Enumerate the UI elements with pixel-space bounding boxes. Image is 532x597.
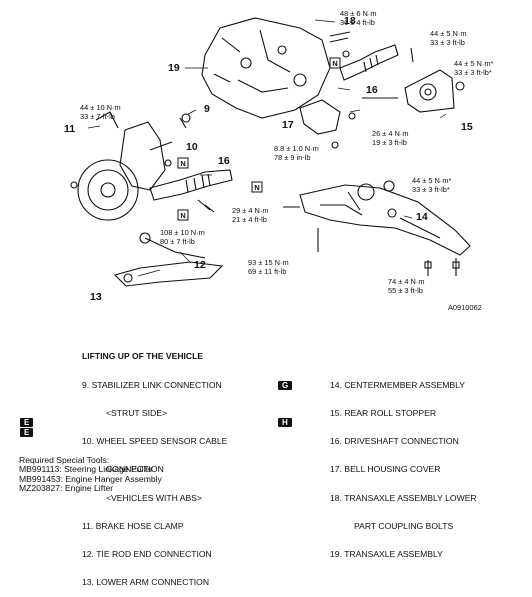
procedure-mark-e: E <box>20 428 34 437</box>
torque-spec: 69 ± 11 ft-lb <box>248 267 286 276</box>
legend-item: 14. CENTERMEMBER ASSEMBLY <box>330 379 465 390</box>
torque-spec: 33 ± 7 ft-lb <box>80 112 115 121</box>
legend-item: 17. BELL HOUSING COVER <box>330 464 441 475</box>
callout-14: 14 <box>416 211 428 223</box>
callout-16-lower: 16 <box>218 155 230 167</box>
callout-15: 15 <box>461 121 473 133</box>
rear-roll-stopper-drawing <box>404 69 455 113</box>
legend-item: 12. TIE ROD END CONNECTION <box>82 549 212 560</box>
torque-spec: 48 ± 6 N·m <box>340 9 377 18</box>
legend-item: PART COUPLING BOLTS <box>354 520 454 531</box>
tool-item: MZ203827: Engine Lifter <box>19 483 114 494</box>
tools-title: Required Special Tools: <box>19 455 110 465</box>
steering-knuckle-drawing <box>119 121 166 191</box>
torque-spec: 78 ± 9 in-lb <box>274 153 311 162</box>
legend-heading: LIFTING UP OF THE VEHICLE <box>82 351 204 361</box>
callout-16-upper: 16 <box>366 84 378 96</box>
legend-item: 9. STABILIZER LINK CONNECTION <box>82 379 222 390</box>
torque-spec: 80 ± 7 ft-lb <box>160 237 195 246</box>
callout-9: 9 <box>204 103 210 115</box>
centermember-assembly-drawing <box>299 184 471 256</box>
torque-spec: 44 ± 5 N·m <box>430 29 467 38</box>
legend-item: 15. REAR ROLL STOPPER <box>330 408 437 419</box>
driveshaft-upper-drawing <box>339 44 399 81</box>
lower-arm-drawing <box>113 261 224 287</box>
legend-item: 11. BRAKE HOSE CLAMP <box>82 520 184 531</box>
callout-12: 12 <box>194 259 206 271</box>
n-mark: N <box>254 183 259 192</box>
legend-item: 13. LOWER ARM CONNECTION <box>82 577 210 588</box>
callout-11: 11 <box>64 123 75 135</box>
legend-right-list: 14. CENTERMEMBER ASSEMBLY 15. REAR ROLL … <box>330 362 477 569</box>
legend-item: 10. WHEEL SPEED SENSOR CABLE <box>82 436 228 447</box>
torque-spec: 19 ± 3 ft-lb <box>372 138 407 147</box>
torque-spec: 33 ± 3 ft-lb* <box>412 185 450 194</box>
bell-housing-cover-drawing <box>299 99 341 135</box>
legend-item: CONNECTION <box>106 464 164 475</box>
n-mark: N <box>180 211 185 220</box>
legend-item: <STRUT SIDE> <box>106 408 167 419</box>
exploded-view-diagram: N N N N 9 10 11 12 13 14 15 16 16 17 18 … <box>64 9 494 312</box>
torque-spec: 74 ± 4 N·m <box>388 277 425 286</box>
tool-item: MB991453: Engine Hanger Assembly <box>19 473 162 484</box>
callout-18: 18 <box>344 15 356 27</box>
torque-spec: 8.8 ± 1.0 N·m <box>274 144 319 153</box>
legend-item: 16. DRIVESHAFT CONNECTION <box>330 436 459 447</box>
procedure-mark-h: H <box>278 418 292 427</box>
torque-spec: 55 ± 3 ft-lb <box>388 286 423 295</box>
driveshaft-lower-drawing <box>149 169 233 201</box>
legend-item: 19. TRANSAXLE ASSEMBLY <box>330 549 443 560</box>
figure-code: A0910062 <box>448 303 482 312</box>
tie-rod-end-drawing <box>144 237 206 259</box>
legend-item: <VEHICLES WITH ABS> <box>106 492 202 503</box>
n-mark: N <box>332 59 337 68</box>
torque-spec: 26 ± 4 N·m <box>372 129 409 138</box>
n-mark: N <box>180 159 185 168</box>
n-marks: N N N N <box>177 57 341 221</box>
torque-spec: 29 ± 4 N·m <box>232 206 269 215</box>
procedure-mark-e: E <box>20 418 34 427</box>
procedure-mark-g: G <box>278 381 293 390</box>
torque-spec: 21 ± 4 ft-lb <box>232 215 267 224</box>
coupling-bolt-drawing <box>329 31 351 43</box>
legend-item: 18. TRANSAXLE ASSEMBLY LOWER <box>330 492 477 503</box>
callout-13: 13 <box>90 291 102 303</box>
torque-spec: 33 ± 3 ft-lb <box>430 38 465 47</box>
torque-spec: 44 ± 5 N·m* <box>412 176 452 185</box>
transaxle-assembly-drawing <box>201 17 331 119</box>
callout-17: 17 <box>282 119 294 131</box>
torque-spec: 33 ± 3 ft-lb* <box>454 68 492 77</box>
torque-spec: 44 ± 5 N·m* <box>454 59 494 68</box>
torque-spec: 108 ± 10 N·m <box>160 228 205 237</box>
torque-spec: 93 ± 15 N·m <box>248 258 289 267</box>
callout-19: 19 <box>168 62 180 74</box>
torque-spec: 44 ± 10 N·m <box>80 103 121 112</box>
callout-10: 10 <box>186 141 198 153</box>
torque-spec: 36 ± 4 ft-lb <box>340 18 375 27</box>
required-special-tools: Required Special Tools: MB991113: Steeri… <box>19 455 162 494</box>
tool-item: MB991113: Steering Linkage Puller <box>19 464 153 475</box>
